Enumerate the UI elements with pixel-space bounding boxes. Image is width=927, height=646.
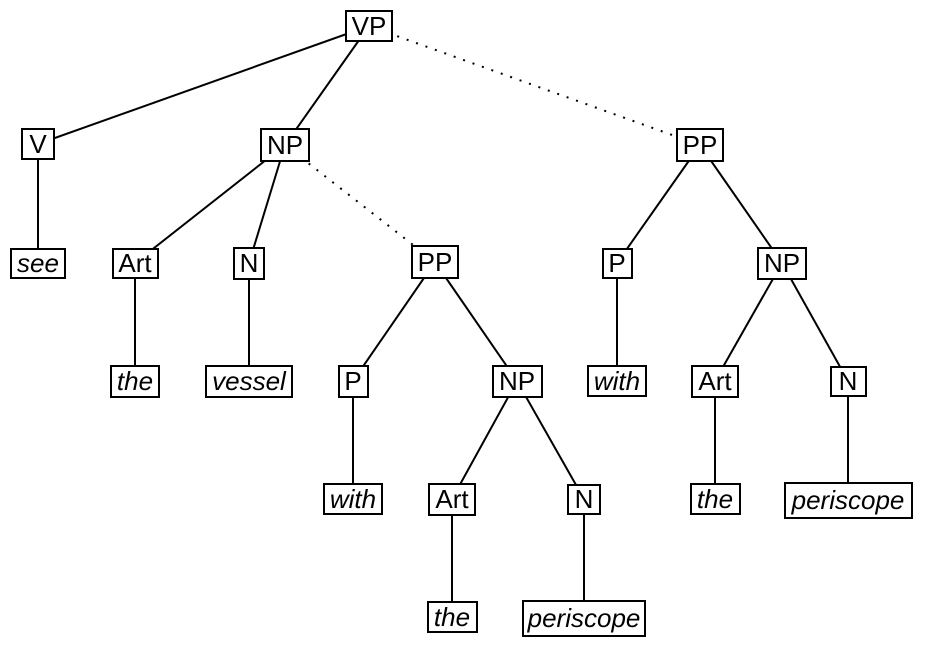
tree-node-n1: N — [233, 246, 265, 280]
tree-node-pp2: PP — [676, 128, 724, 162]
tree-leaf-with2: with — [587, 365, 647, 397]
tree-edge-np1-art1 — [134, 144, 286, 264]
tree-edge-np2-n2 — [516, 380, 585, 500]
tree-leaf-with1: with — [323, 483, 383, 515]
tree-node-art3: Art — [691, 364, 739, 398]
tree-node-np2: NP — [491, 364, 543, 398]
tree-leaf-the1: the — [110, 364, 160, 398]
tree-leaf-vessel: vessel — [205, 364, 293, 398]
tree-edge-np1-pp1-dotted — [284, 144, 436, 263]
tree-node-vp: VP — [345, 10, 393, 42]
tree-leaf-see: see — [10, 247, 66, 279]
tree-node-v: V — [21, 128, 55, 160]
tree-edge-np2-art2 — [451, 380, 518, 500]
tree-edge-pp2-np3 — [699, 144, 783, 264]
tree-leaf-periscope3: periscope — [783, 481, 913, 519]
tree-leaf-periscope2: periscope — [522, 599, 646, 637]
tree-edge-vp-np1 — [284, 25, 370, 146]
tree-edge-pp1-p1 — [352, 261, 436, 382]
tree-node-p1: P — [337, 364, 369, 398]
tree-node-art1: Art — [111, 247, 159, 279]
tree-edge-pp2-p2 — [616, 144, 701, 264]
tree-node-np1: NP — [260, 128, 310, 162]
tree-node-p2: P — [601, 247, 633, 279]
tree-node-n3: N — [829, 365, 867, 397]
tree-edge-vp-pp2-dotted — [368, 25, 701, 146]
tree-node-n2: N — [567, 483, 601, 515]
tree-leaf-the2: the — [426, 601, 478, 633]
tree-edge-np1-n1 — [248, 144, 286, 264]
tree-node-art2: Art — [428, 482, 476, 516]
tree-edge-vp-v — [37, 25, 370, 145]
tree-edge-np3-art3 — [714, 262, 783, 382]
tree-node-np3: NP — [757, 246, 807, 280]
tree-edge-pp1-np2 — [434, 261, 518, 382]
tree-edge-np3-n3 — [781, 262, 849, 382]
tree-node-pp1: PP — [411, 245, 459, 279]
tree-leaf-the3: the — [689, 483, 741, 515]
